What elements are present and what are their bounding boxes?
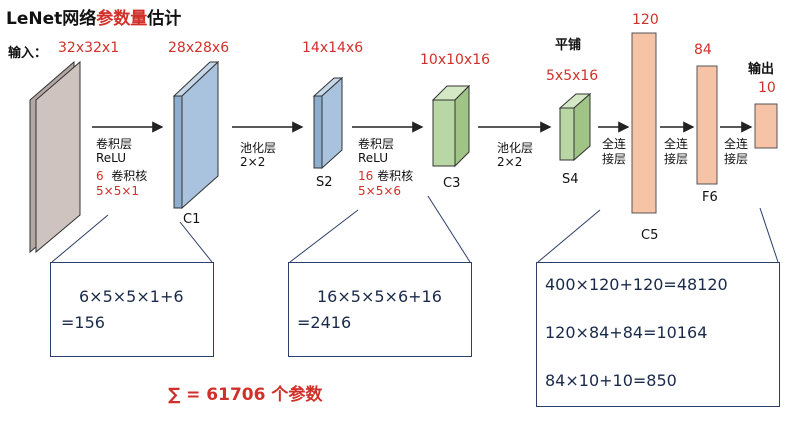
c1-block (172, 60, 220, 210)
s2-name: S2 (316, 175, 333, 190)
c3-name: C3 (443, 176, 461, 191)
c1-name: C1 (183, 212, 201, 227)
formula-box-conv1: 6×5×5×1+6 =156 (50, 262, 214, 357)
c3-block (431, 84, 471, 168)
input-dims: 32x32x1 (58, 40, 120, 56)
conv2-kernel-count: 16 卷积核 (358, 169, 414, 183)
s2-block (312, 76, 344, 170)
formula-box-conv1-line1: 6×5×5×1+6 (79, 287, 184, 306)
formula-box-conv2: 16×5×5×6+16 =2416 (288, 262, 472, 357)
fc3-label: 全连 接层 (723, 137, 748, 166)
pool2-type: 池化层 (497, 141, 534, 155)
formula-box-conv2-line2: =2416 (297, 313, 352, 332)
connector-box1-left (51, 214, 109, 263)
page-title: LeNet网络参数量估计 (6, 9, 182, 29)
s2-dims: 14x14x6 (302, 40, 364, 56)
s4-block (558, 92, 592, 162)
c1-dims: 28x28x6 (168, 40, 230, 56)
fc2-label: 全连 接层 (663, 137, 688, 166)
c5-name: C5 (641, 228, 659, 243)
c3-dims: 10x10x16 (420, 52, 491, 68)
c5-bar (631, 32, 657, 214)
pool2-size: 2×2 (497, 155, 523, 169)
conv1-activation: ReLU (96, 151, 127, 165)
f6-dims: 84 (694, 42, 712, 58)
s4-name: S4 (562, 172, 579, 187)
total-params: ∑ = 61706 个参数 (168, 385, 323, 405)
connector-box3-right (759, 207, 779, 263)
conv2-type: 卷积层 (358, 137, 395, 151)
connector-box3-left (537, 209, 601, 263)
pool1-size: 2×2 (240, 155, 266, 169)
output-bar (754, 103, 778, 149)
connector-box2-right (427, 195, 471, 263)
output-dims: 10 (758, 80, 776, 96)
pool1-type: 池化层 (240, 141, 277, 155)
formula-box-fc-line2: 120×84+84=10164 (545, 323, 708, 342)
formula-box-conv2-line1: 16×5×5×6+16 (317, 287, 442, 306)
formula-box-fc-line1: 400×120+120=48120 (545, 275, 728, 294)
connector-box1-right (179, 221, 213, 263)
formula-box-fc: 400×120+120=48120 120×84+84=10164 84×10+… (536, 262, 780, 407)
formula-box-conv1-line2: =156 (61, 313, 105, 332)
f6-name: F6 (702, 190, 718, 205)
s4-dims: 5x5x16 (546, 68, 599, 84)
formula-box-fc-line3: 84×10+10=850 (545, 371, 677, 390)
fc1-label: 全连 接层 (601, 137, 626, 166)
input-label: 输入： (8, 46, 48, 61)
c5-dims: 120 (632, 12, 659, 28)
connector-box2-left (289, 209, 359, 263)
s4-flatten-label: 平铺 (555, 38, 582, 53)
conv1-type: 卷积层 (96, 137, 133, 151)
f6-bar (696, 65, 718, 185)
output-label: 输出 (748, 62, 775, 77)
conv1-kernel-count: 6 卷积核 (96, 169, 148, 183)
conv2-activation: ReLU (358, 151, 389, 165)
conv2-kernel-size: 5×5×6 (358, 184, 402, 198)
conv1-kernel-size: 5×5×1 (96, 184, 140, 198)
input-block (29, 60, 81, 254)
